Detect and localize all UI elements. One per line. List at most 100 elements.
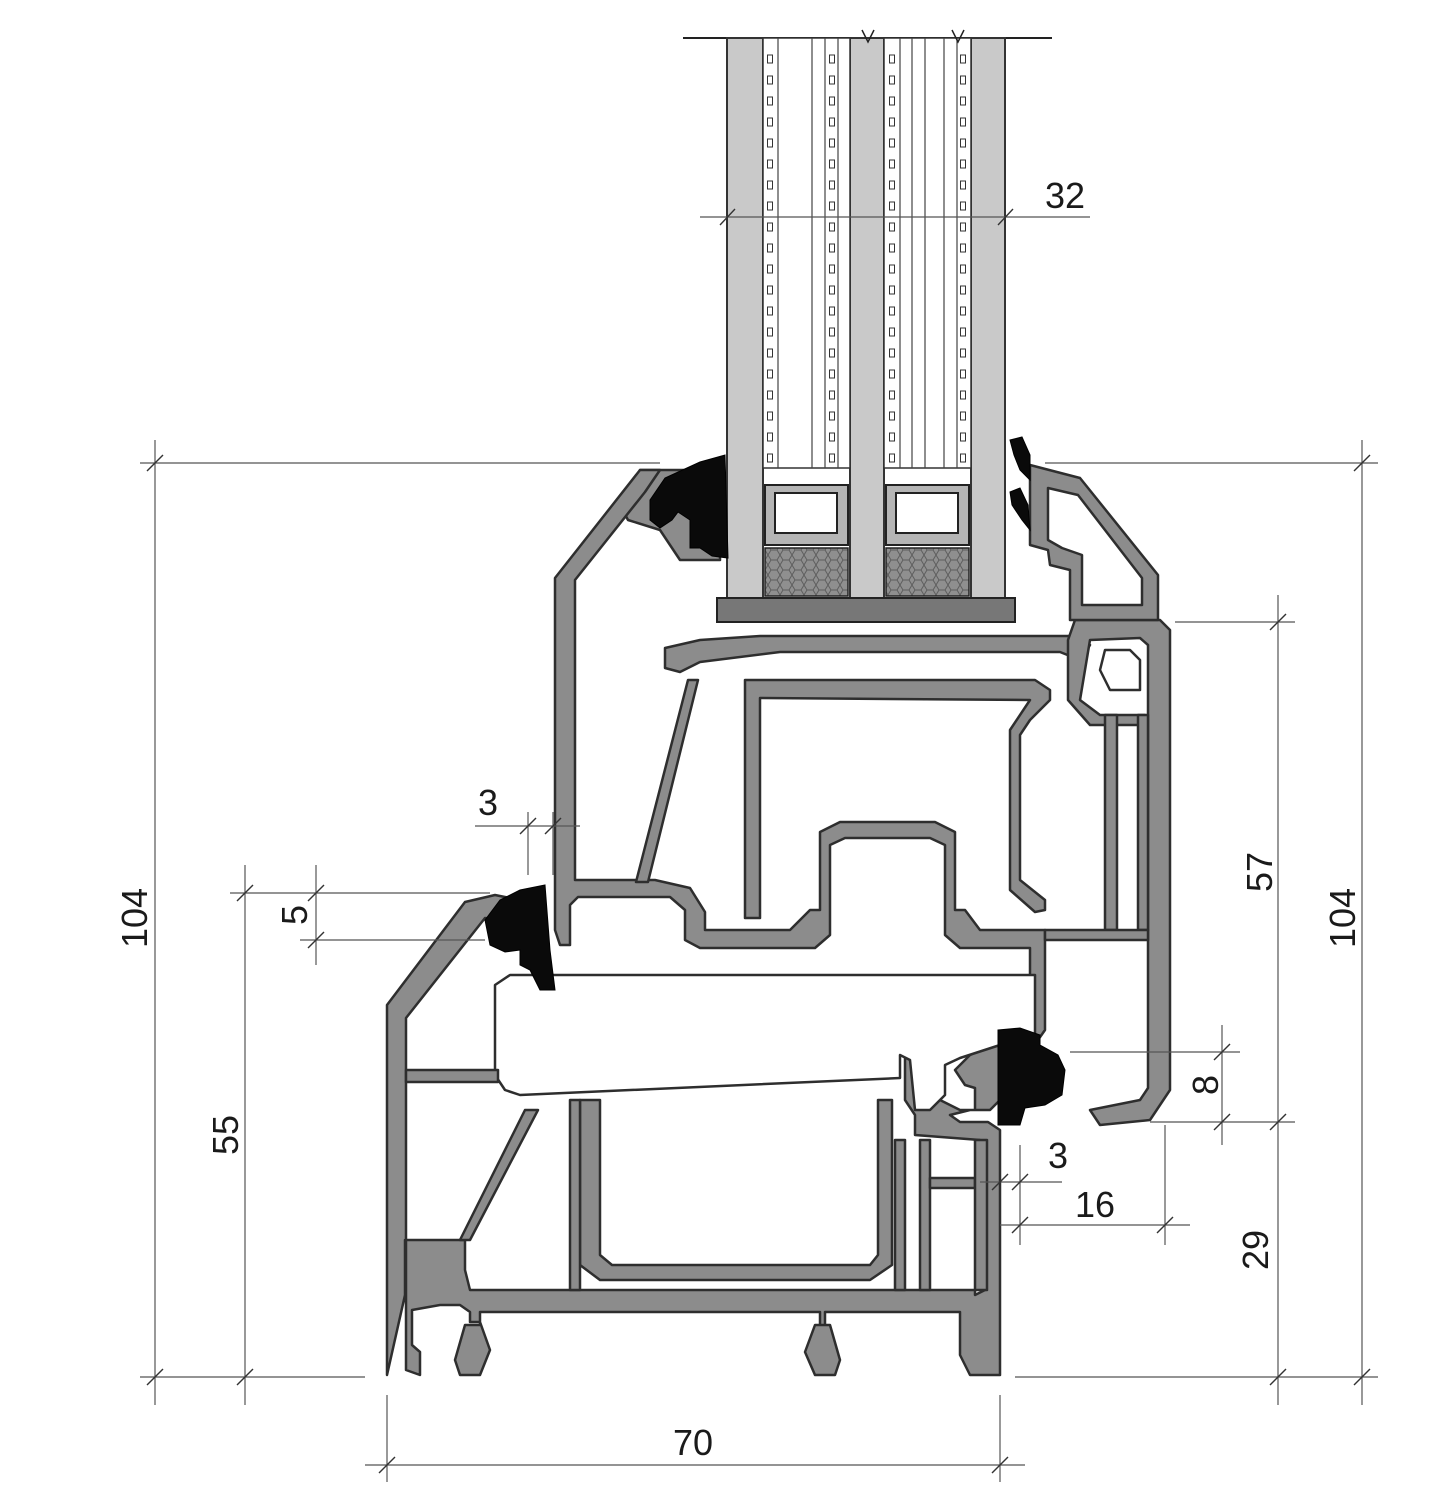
perforation-hole	[829, 348, 835, 358]
perforation-hole	[889, 201, 895, 211]
frame-web	[568, 1098, 582, 1292]
break-mark	[861, 29, 875, 44]
sash-reinforcement-chamber	[743, 678, 1052, 920]
perforation-hole	[960, 75, 966, 85]
perforation-hole	[829, 54, 835, 64]
frame-web	[973, 1138, 989, 1292]
perforation-hole	[767, 138, 773, 148]
spacer-perforation	[767, 54, 966, 463]
perforation-hole	[829, 201, 835, 211]
perforation-hole	[889, 264, 895, 274]
glass-cavity-2	[883, 37, 972, 469]
perforation-hole	[767, 369, 773, 379]
perforation-hole	[960, 369, 966, 379]
perforation-hole	[767, 222, 773, 232]
perforation-hole	[960, 348, 966, 358]
frame-profile	[385, 893, 1037, 1377]
perforation-hole	[829, 411, 835, 421]
dim-rebate: 8	[1185, 1075, 1226, 1095]
perforation-hole	[767, 285, 773, 295]
perforation-hole	[767, 390, 773, 400]
perforation-hole	[889, 138, 895, 148]
sash-diagonal-web	[634, 678, 700, 884]
perforation-hole	[960, 432, 966, 442]
perforation-hole	[889, 453, 895, 463]
perforation-hole	[767, 432, 773, 442]
perforation-hole	[767, 453, 773, 463]
frame-main-chamber	[493, 973, 1037, 1112]
perforation-hole	[960, 411, 966, 421]
perforation-hole	[960, 243, 966, 253]
perforation-hole	[829, 369, 835, 379]
sash-gasket-mid	[484, 884, 556, 991]
perforation-hole	[829, 306, 835, 316]
perforation-hole	[767, 54, 773, 64]
glazing-block	[716, 597, 1016, 623]
dimension-lines	[140, 208, 1378, 1482]
perforation-hole	[829, 243, 835, 253]
perforation-hole	[829, 453, 835, 463]
gaskets	[484, 436, 1066, 1126]
perforation-hole	[960, 327, 966, 337]
dim-gap-right: 3	[1048, 1135, 1068, 1176]
perforation-hole	[960, 285, 966, 295]
dim-overall-height-left: 104	[114, 888, 155, 948]
perforation-hole	[889, 348, 895, 358]
dimension-labels: 32 104 55 5 3 57 104 8 3 16 29 70	[114, 175, 1363, 1463]
perforation-hole	[889, 180, 895, 190]
break-mark	[951, 29, 965, 44]
perforation-hole	[829, 390, 835, 400]
perforation-hole	[889, 285, 895, 295]
dim-frame-height: 55	[205, 1115, 246, 1155]
perforation-hole	[829, 96, 835, 106]
perforation-hole	[960, 54, 966, 64]
perforation-hole	[767, 117, 773, 127]
perforation-hole	[767, 201, 773, 211]
perforation-hole	[829, 75, 835, 85]
perforation-hole	[829, 138, 835, 148]
perforation-hole	[767, 159, 773, 169]
dim-glass-thickness: 32	[1045, 175, 1085, 216]
dim-overall-height-right: 104	[1322, 888, 1363, 948]
perforation-hole	[960, 453, 966, 463]
perforation-hole	[829, 264, 835, 274]
perforation-hole	[960, 180, 966, 190]
perforation-hole	[767, 75, 773, 85]
perforation-hole	[889, 390, 895, 400]
perforation-hole	[829, 117, 835, 127]
perforation-hole	[960, 138, 966, 148]
frame-web	[893, 1138, 907, 1292]
perforation-hole	[767, 327, 773, 337]
outer-seal-lip	[1009, 436, 1031, 482]
perforation-hole	[889, 327, 895, 337]
glass-pane-middle	[849, 37, 885, 599]
perforation-hole	[829, 327, 835, 337]
perforation-hole	[889, 54, 895, 64]
perforation-hole	[960, 222, 966, 232]
sash-right-web	[1136, 713, 1150, 932]
perforation-hole	[829, 432, 835, 442]
glass-pane-outer	[726, 37, 764, 599]
perforation-hole	[960, 117, 966, 127]
dim-gasket-offset: 5	[274, 905, 315, 925]
dim-overlap: 16	[1075, 1184, 1115, 1225]
perforation-hole	[889, 96, 895, 106]
perforation-hole	[960, 264, 966, 274]
glass-cavity-1	[762, 37, 851, 469]
perforation-hole	[960, 96, 966, 106]
secondary-seal-1	[764, 547, 849, 597]
perforation-hole	[767, 96, 773, 106]
perforation-hole	[960, 201, 966, 211]
perforation-hole	[889, 222, 895, 232]
dim-sash-height: 57	[1239, 852, 1280, 892]
perforation-hole	[889, 411, 895, 421]
sash-right-inner	[1098, 648, 1142, 692]
sash-right-web	[1103, 713, 1119, 932]
frame-diagonal-web	[458, 1108, 540, 1242]
outer-seal-lip	[1009, 487, 1031, 532]
perforation-hole	[829, 222, 835, 232]
perforation-hole	[889, 75, 895, 85]
sash-outer-wall	[553, 468, 1047, 1042]
sash-right-hook	[1066, 618, 1172, 1127]
sash-top-rail	[663, 634, 1092, 674]
